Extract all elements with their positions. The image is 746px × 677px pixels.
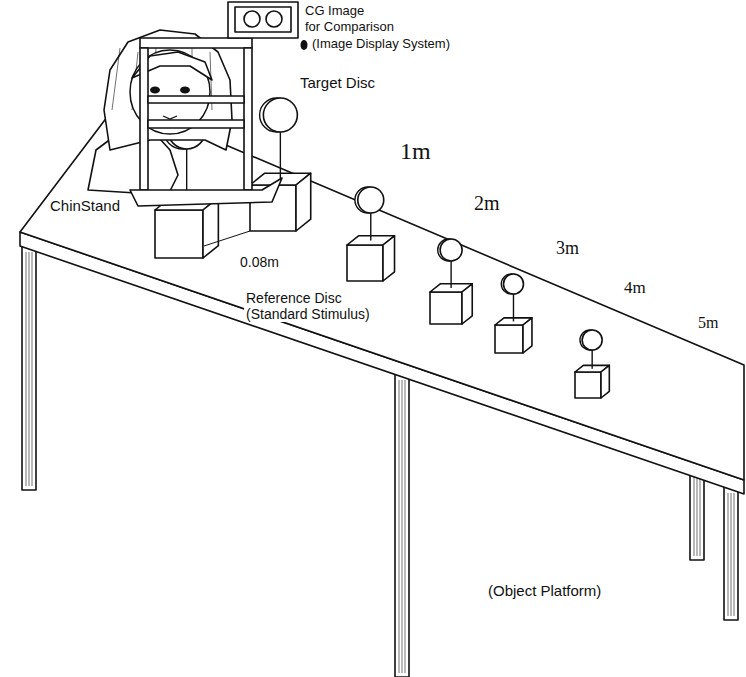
distance-label: 5m [696, 314, 720, 332]
object-platform [20, 100, 744, 677]
disc-on-cube [495, 274, 532, 353]
mouse-icon [301, 40, 308, 50]
observer-girl [88, 30, 232, 195]
distance-label: 4m [622, 278, 648, 298]
cube-side [462, 284, 472, 324]
cube-front [495, 325, 523, 353]
distance-label: 3m [554, 238, 581, 259]
part-label: ChinStand [48, 197, 122, 214]
eye [180, 87, 190, 94]
cg-disc-image [266, 11, 282, 27]
separation-line [204, 231, 250, 246]
leg-shading [32, 252, 33, 486]
leg-shading [728, 493, 729, 616]
leg-shading [399, 380, 400, 673]
chin-rest [148, 120, 244, 128]
callout-text: (Image Display System) [310, 37, 452, 52]
distance-label: 1m [398, 138, 433, 166]
disc-pole [450, 261, 451, 288]
leg-shading [731, 493, 732, 616]
dimension-label: 0.08m [238, 254, 281, 270]
cube-front [575, 372, 601, 398]
monitor-case [228, 2, 298, 38]
disc-face [582, 330, 602, 350]
leg-shading [29, 252, 30, 486]
hair-strand [112, 48, 120, 110]
disc-pole [280, 132, 281, 179]
cube-front [430, 292, 462, 324]
distance-label: 2m [472, 192, 502, 215]
disc-on-cube [347, 187, 395, 281]
table-leg [724, 487, 738, 620]
mouth [163, 116, 177, 119]
part-label: Reference Disc (Standard Stimulus) [244, 290, 398, 322]
part-label: Target Disc [298, 74, 377, 91]
cg-disc-image [244, 11, 260, 27]
disc-face [358, 187, 384, 213]
disc-face [503, 274, 523, 294]
frame-bar [148, 96, 244, 103]
table-leg [22, 246, 36, 490]
disc-on-cube [430, 239, 472, 324]
disc-pole [370, 213, 371, 240]
leg-shading [405, 380, 406, 673]
leg-shading [734, 493, 735, 616]
cube-front [155, 210, 203, 258]
image-display-system [228, 2, 308, 50]
table-leg [395, 374, 409, 677]
eye [150, 87, 160, 94]
part-label: (Object Platform) [486, 582, 603, 599]
cube-side [601, 365, 609, 398]
cube-side [523, 318, 532, 353]
disc-on-cube [250, 98, 311, 231]
callout-text: for Comparison [303, 20, 396, 35]
frame-post [140, 48, 148, 190]
leg-shading [402, 380, 403, 673]
cube-side [296, 173, 311, 231]
disc-face [440, 239, 462, 261]
table-top [20, 100, 744, 480]
disc-on-cube [575, 330, 609, 398]
monitor-screen [235, 7, 291, 32]
frame-post [244, 48, 252, 190]
cube-front [347, 245, 383, 281]
leg-shading [26, 252, 27, 486]
disc-pole [513, 294, 514, 321]
disc-face [263, 98, 297, 132]
stand-base [130, 178, 282, 206]
callout-text: CG Image [303, 4, 366, 19]
chin-stand [130, 38, 282, 206]
disc-pole [591, 350, 592, 369]
cube-side [383, 236, 395, 281]
frame-top [140, 38, 252, 48]
cube-side [203, 198, 218, 258]
